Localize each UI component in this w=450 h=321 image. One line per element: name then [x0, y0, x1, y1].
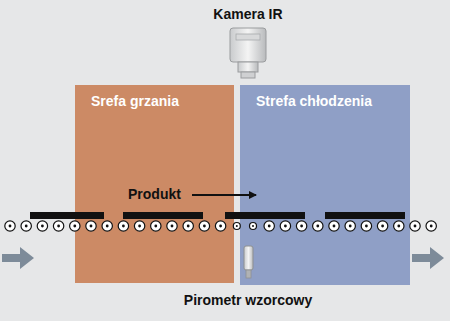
roller — [280, 221, 290, 231]
roller — [329, 221, 339, 231]
roller-axle — [236, 225, 238, 227]
roller-axle — [73, 225, 76, 228]
roller-axle — [268, 225, 271, 228]
roller-axle — [171, 225, 174, 228]
roller-axle — [25, 225, 28, 228]
roller-axle — [300, 225, 303, 228]
roller — [151, 221, 161, 231]
roller-axle — [397, 225, 400, 228]
flow-arrow — [192, 194, 256, 196]
roller-axle — [9, 225, 12, 228]
heating-zone: Srefa grzania — [75, 85, 234, 283]
roller — [102, 221, 112, 231]
roller-axle — [106, 225, 109, 228]
camera-label: Kamera IR — [213, 6, 282, 23]
roller-axle — [316, 225, 319, 228]
roller — [345, 221, 355, 231]
roller — [410, 221, 420, 231]
roller-axle — [365, 225, 368, 228]
roller — [233, 223, 240, 230]
roller — [37, 221, 47, 231]
roller — [250, 223, 257, 230]
roller-axle — [57, 225, 60, 228]
roller-axle — [284, 225, 287, 228]
roller-axle — [349, 225, 352, 228]
roller — [199, 221, 209, 231]
zone-title: Srefa grzania — [91, 93, 179, 110]
roller-axle — [219, 225, 222, 228]
roller-axle — [333, 225, 336, 228]
roller-axle — [90, 225, 93, 228]
roller — [183, 221, 193, 231]
roller — [21, 221, 31, 231]
roller — [134, 221, 144, 231]
roller — [215, 221, 225, 231]
roller-axle — [252, 225, 254, 227]
pyrometer-label: Pirometr wzorcowy — [184, 292, 312, 309]
roller — [394, 221, 404, 231]
roller — [53, 221, 63, 231]
roller — [5, 221, 15, 231]
cooling-zone: Strefa chłodzenia — [240, 85, 410, 285]
roller-axle — [122, 225, 125, 228]
roller — [361, 221, 371, 231]
roller — [118, 221, 128, 231]
roller — [377, 221, 387, 231]
roller — [296, 221, 306, 231]
zone-title: Strefa chłodzenia — [256, 93, 372, 110]
roller-axle — [154, 225, 157, 228]
roller — [86, 221, 96, 231]
roller-axle — [430, 225, 433, 228]
roller-axle — [138, 225, 141, 228]
product-label: Produkt — [128, 186, 181, 203]
roller-axle — [41, 225, 44, 228]
roller — [70, 221, 80, 231]
roller-axle — [203, 225, 206, 228]
roller — [426, 221, 436, 231]
roller — [313, 221, 323, 231]
roller — [264, 221, 274, 231]
roller-axle — [414, 225, 417, 228]
ir-camera — [230, 28, 266, 78]
roller-axle — [381, 225, 384, 228]
roller-axle — [187, 225, 190, 228]
roller — [167, 221, 177, 231]
